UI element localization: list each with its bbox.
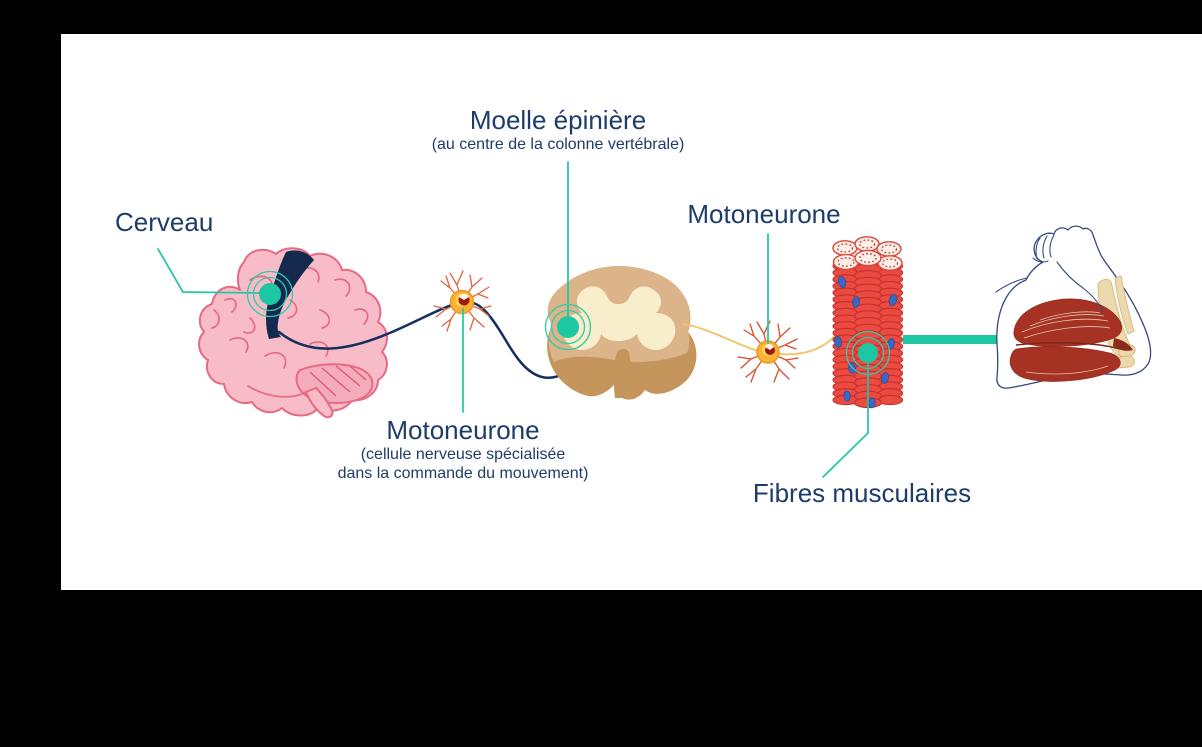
motoneuron-label-1-title: Motoneurone bbox=[386, 415, 540, 445]
muscle-fibers-label-title: Fibres musculaires bbox=[752, 478, 972, 508]
spinal-cord-hotspot[interactable] bbox=[544, 303, 592, 351]
hotspot-dot-icon bbox=[858, 343, 878, 363]
equals-connector-bar bbox=[903, 335, 1008, 344]
motor-neuron-icon bbox=[737, 320, 799, 383]
brain-label-title: Cerveau bbox=[115, 207, 214, 237]
flexed-arm-muscle-illustration bbox=[995, 225, 1152, 389]
spinal-cord-label: Moelle épinière (au centre de la colonne… bbox=[432, 105, 685, 154]
spinal-cord-cross-section-illustration bbox=[547, 266, 697, 400]
brain-illustration bbox=[198, 247, 388, 419]
motoneuron-label-1: Motoneurone (cellule nerveuse spécialisé… bbox=[338, 415, 589, 483]
motoneuron-label-1-subtitle-line1: (cellule nerveuse spécialisée bbox=[360, 446, 566, 463]
hotspot-dot-icon bbox=[259, 283, 281, 305]
motoneuron-label-1-subtitle-line2: dans la commande du mouvement) bbox=[337, 465, 589, 482]
muscle-hotspot[interactable] bbox=[845, 330, 891, 376]
brain-label: Cerveau bbox=[115, 207, 213, 237]
grey-matter-butterfly bbox=[562, 286, 676, 351]
muscle-fibers-label: Fibres musculaires bbox=[753, 478, 971, 508]
motoneuron-label-2-title: Motoneurone bbox=[687, 199, 841, 229]
brain-hotspot[interactable] bbox=[246, 270, 294, 318]
callout-line-cerveau bbox=[157, 248, 261, 294]
motoneuron-label-2: Motoneurone bbox=[687, 199, 840, 229]
spinal-cord-label-subtitle: (au centre de la colonne vertébrale) bbox=[431, 136, 685, 153]
fiber-top bbox=[832, 249, 903, 271]
motor-neuron-icon bbox=[433, 270, 492, 332]
spinal-cord-label-title: Moelle épinière bbox=[469, 105, 647, 135]
arm-muscles bbox=[1009, 298, 1133, 382]
callout-line-fibres bbox=[822, 363, 869, 478]
hotspot-dot-icon bbox=[557, 316, 579, 338]
fiber-top bbox=[832, 236, 902, 257]
arm-detail-lines bbox=[995, 234, 1104, 313]
cerebellum-stripes bbox=[309, 365, 367, 397]
